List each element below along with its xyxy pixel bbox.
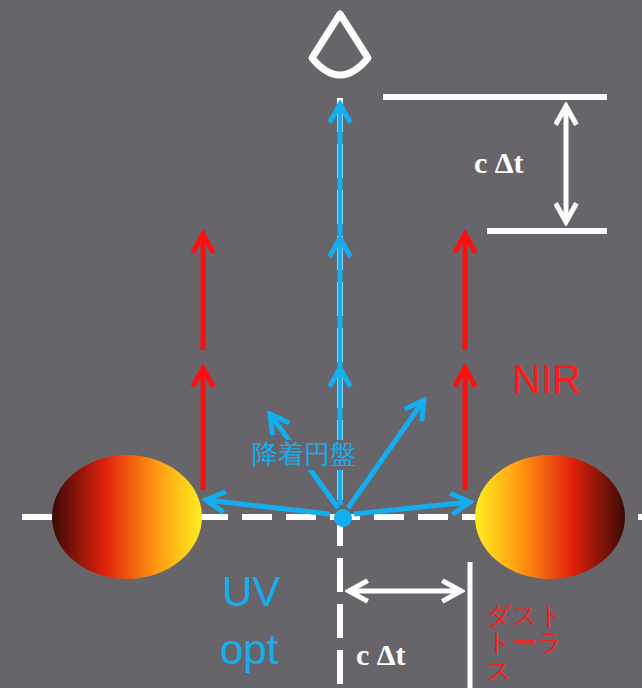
- nir-arrow: [463, 368, 468, 490]
- dimension-arrow: [564, 160, 569, 222]
- nir-arrow: [463, 234, 468, 350]
- part-label: 降着円盤: [250, 440, 358, 470]
- dimension-label: c Δt: [474, 146, 524, 181]
- eye-symbol: [312, 14, 368, 75]
- leader-line: [468, 562, 473, 688]
- nir-arrow: [201, 368, 206, 490]
- dimension-line: [383, 94, 607, 100]
- accretion-disk: [334, 509, 352, 527]
- nir-arrow: [201, 234, 206, 350]
- uv-arrows: [206, 104, 470, 514]
- uv-arrow: [348, 400, 424, 508]
- axis-line: [337, 98, 343, 688]
- part-label: ダスト トーラス: [486, 602, 589, 685]
- band-label: opt: [220, 626, 278, 674]
- uv-arrow: [338, 104, 343, 238]
- uv-arrow: [338, 368, 343, 505]
- uv-arrow: [354, 502, 470, 514]
- dimension-label: c Δt: [356, 638, 406, 673]
- nir-arrows: [203, 234, 465, 490]
- uv-arrow: [206, 500, 330, 514]
- dimension-arrow: [564, 106, 569, 160]
- dust-torus: [475, 455, 625, 579]
- dimension-arrow: [349, 589, 405, 594]
- band-label: UV: [222, 568, 280, 616]
- dimension-arrow: [405, 589, 461, 594]
- uv-arrow: [338, 238, 343, 368]
- dimension-line: [487, 228, 607, 234]
- band-label: NIR: [512, 356, 581, 402]
- dust-torus: [52, 455, 202, 579]
